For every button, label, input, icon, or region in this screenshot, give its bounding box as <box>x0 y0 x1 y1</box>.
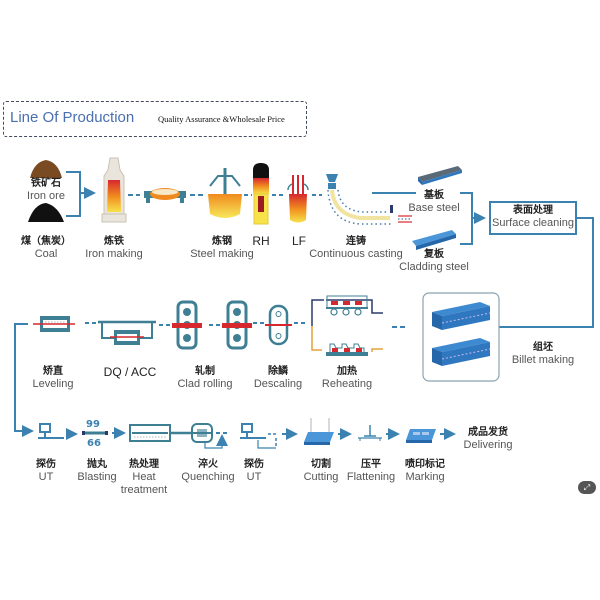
expand-icon[interactable]: ⤢ <box>578 481 596 494</box>
flow-line-down <box>14 323 34 437</box>
ladle-furnace-icon <box>287 175 309 223</box>
descaling-icon <box>265 304 292 346</box>
merge-arrow <box>66 171 94 217</box>
flow-line <box>216 433 230 445</box>
label-lf: LF <box>291 234 307 248</box>
label-iron-ore: 铁矿石 Iron ore <box>27 178 65 202</box>
quenching-icon <box>191 423 213 443</box>
label-ut-2: 探伤 UT <box>244 459 264 483</box>
svg-text:99: 99 <box>86 419 100 430</box>
label-steel-making: 炼钢 Steel making <box>190 236 254 260</box>
label-continuous-casting: 连铸 Continuous casting <box>309 236 403 260</box>
heat-treatment-furnace-icon <box>129 424 192 442</box>
cladding-steel-plate-icon <box>412 230 456 250</box>
label-descaling: 除鳞 Descaling <box>253 366 303 390</box>
label-heat-treatment: 热处理 Heat treatment <box>120 459 168 497</box>
label-dq-acc: DQ / ACC <box>103 365 157 379</box>
billet-making-icon <box>422 292 500 382</box>
label-blasting: 抛丸 Blasting <box>77 459 117 483</box>
label-reheating: 加热 Reheating <box>321 366 373 390</box>
rolling-mill-icon <box>172 300 252 350</box>
label-cutting: 切割 Cutting <box>303 459 339 483</box>
leveler-icon <box>33 316 75 332</box>
header-box <box>3 101 307 137</box>
label-ut-1: 探伤 UT <box>36 459 56 483</box>
reheating-furnace-icon <box>311 295 383 356</box>
converter-icon <box>208 168 242 218</box>
flattening-press-icon <box>358 425 382 441</box>
page-subtitle: Quality Assurance &Wholesale Price <box>158 114 285 124</box>
ut-probe-icon <box>240 423 266 439</box>
merge-arrow <box>460 192 484 245</box>
dq-acc-icon <box>98 320 156 345</box>
blasting-icon: 99 66 <box>82 419 108 449</box>
label-flattening: 压平 Flattening <box>346 459 396 483</box>
label-marking: 喷印标记 Marking <box>405 459 445 483</box>
base-steel-plate-icon <box>418 166 462 185</box>
blast-furnace-icon <box>101 157 127 223</box>
label-leveling: 矫直 Leveling <box>32 366 74 390</box>
bypass-line <box>257 440 276 449</box>
label-cladding-steel: 复板 Cladding steel <box>399 249 469 273</box>
continuous-caster-icon <box>326 174 412 225</box>
coal-icon <box>28 203 64 222</box>
svg-text:66: 66 <box>87 438 101 449</box>
label-iron-making: 炼铁 Iron making <box>85 236 143 260</box>
torpedo-car-icon <box>144 188 186 203</box>
label-base-steel: 基板 Base steel <box>408 190 460 214</box>
label-clad-rolling: 轧制 Clad rolling <box>177 366 233 390</box>
label-billet-making: 组坯 Billet making <box>511 342 575 366</box>
label-coal: 煤（焦炭） Coal <box>21 236 71 260</box>
flow-line <box>268 433 278 446</box>
label-rh: RH <box>252 234 270 248</box>
cutting-icon <box>304 418 334 445</box>
label-delivering: 成品发货 Delivering <box>463 427 513 451</box>
flow-line-down <box>468 217 594 333</box>
iron-ore-icon <box>30 160 62 178</box>
page-title: Line Of Production <box>10 109 135 126</box>
marking-plate-icon <box>406 429 436 443</box>
label-surface-cleaning: 表面处理 Surface cleaning <box>492 205 574 229</box>
bypass-line <box>204 437 223 449</box>
ut-probe-icon <box>38 423 64 439</box>
rh-vessel-icon <box>253 163 269 225</box>
label-quenching: 淬火 Quenching <box>181 459 235 483</box>
